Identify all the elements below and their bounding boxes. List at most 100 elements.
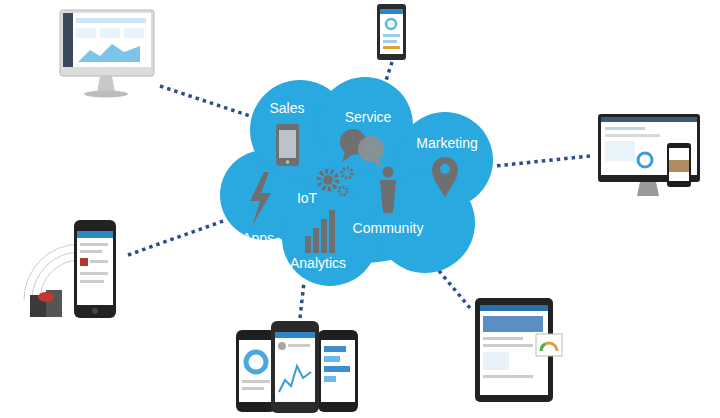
gauge-card bbox=[536, 334, 562, 356]
screen-line bbox=[80, 280, 104, 283]
screen-sidebar bbox=[63, 13, 73, 67]
map-pin bbox=[432, 157, 458, 197]
screen-chart bbox=[78, 44, 140, 62]
phone-screen bbox=[321, 340, 355, 402]
chart-bar bbox=[305, 236, 311, 253]
chart-bar bbox=[313, 228, 319, 253]
avatar bbox=[278, 342, 286, 350]
cloud-label: Service bbox=[345, 109, 392, 125]
phone-body bbox=[667, 143, 691, 187]
screen-line bbox=[383, 46, 400, 49]
phone-screen bbox=[77, 231, 113, 305]
screen-line bbox=[605, 134, 660, 137]
cloud-label: IoT bbox=[297, 190, 317, 206]
tablet-body bbox=[475, 298, 553, 402]
cloud-label: Analytics bbox=[290, 255, 346, 271]
speech-tail bbox=[342, 152, 352, 162]
speech-bubble bbox=[340, 129, 366, 155]
screen-donut bbox=[386, 19, 396, 29]
cloud-label: Sales bbox=[269, 100, 304, 116]
tablet-device bbox=[377, 4, 406, 60]
map-pin-hole bbox=[440, 164, 450, 174]
screen-banner bbox=[483, 316, 543, 332]
screen-tile bbox=[605, 141, 635, 161]
screen-line bbox=[242, 380, 270, 383]
database-badge bbox=[38, 292, 54, 302]
phone-body bbox=[236, 330, 276, 412]
screen-bar bbox=[324, 366, 350, 372]
screen-bar bbox=[324, 356, 340, 362]
screen-line bbox=[483, 344, 533, 347]
phone-icon-screen bbox=[279, 130, 296, 158]
phone-body bbox=[318, 330, 358, 412]
gear-icon bbox=[319, 171, 337, 189]
screen-line bbox=[483, 375, 533, 378]
screen-line bbox=[383, 40, 397, 43]
monitor-screen bbox=[63, 13, 151, 67]
phone-screen bbox=[239, 340, 273, 402]
desktop-monitor bbox=[60, 10, 154, 98]
screen-line bbox=[80, 250, 102, 253]
screen-chart bbox=[279, 366, 311, 392]
monitor-frame bbox=[598, 114, 700, 182]
screen-tile bbox=[483, 352, 509, 370]
icon-group bbox=[250, 124, 458, 253]
phone-body bbox=[74, 220, 116, 318]
desktop-monitor bbox=[598, 114, 700, 196]
screen-tile bbox=[100, 28, 120, 38]
screen-line bbox=[80, 272, 108, 275]
screen-line bbox=[383, 34, 400, 37]
screen-header bbox=[380, 9, 403, 14]
person-head bbox=[383, 167, 394, 178]
screen-line bbox=[80, 243, 108, 246]
monitor-frame bbox=[60, 10, 154, 76]
dotted-line bbox=[128, 220, 226, 255]
screen-donut bbox=[246, 352, 266, 372]
screen-line bbox=[288, 344, 310, 347]
screen-header bbox=[480, 305, 548, 311]
speech-bubble bbox=[358, 136, 384, 162]
screen-line bbox=[483, 337, 523, 340]
lightning-icon bbox=[250, 172, 271, 226]
screen-bar bbox=[324, 346, 346, 352]
person-body bbox=[380, 180, 396, 213]
cloud-shape: SalesServiceMarketingIoTCommunityAppsAna… bbox=[220, 78, 500, 293]
dotted-links bbox=[128, 62, 590, 318]
chart-bar bbox=[321, 219, 327, 253]
gauge-arc bbox=[541, 343, 557, 351]
mobile-phones bbox=[236, 321, 358, 413]
screen-icon bbox=[80, 258, 88, 266]
dotted-line bbox=[160, 86, 250, 116]
home-button bbox=[92, 308, 98, 314]
cloud-label: Marketing bbox=[416, 135, 477, 151]
tablet-screen bbox=[380, 9, 403, 54]
screen-bar bbox=[76, 18, 146, 23]
speech-tail bbox=[372, 159, 383, 168]
screen-photo bbox=[669, 160, 689, 172]
phone-icon-button bbox=[286, 160, 290, 164]
phone-icon bbox=[276, 124, 299, 166]
tablet-body bbox=[377, 4, 406, 60]
dotted-line bbox=[300, 282, 304, 318]
screen-line bbox=[90, 260, 108, 263]
dotted-line bbox=[495, 156, 590, 166]
cloud-bump bbox=[282, 190, 378, 286]
gauge-arc bbox=[541, 344, 545, 351]
phone-body bbox=[271, 321, 319, 413]
screen-tile bbox=[124, 28, 144, 38]
screen-header bbox=[275, 332, 315, 338]
screen-header bbox=[601, 117, 697, 122]
mobile-phone bbox=[24, 220, 116, 318]
gear-icon bbox=[342, 168, 352, 178]
screen-donut bbox=[638, 153, 652, 167]
monitor-stand bbox=[97, 76, 115, 92]
chart-bar bbox=[329, 210, 335, 253]
screen-line bbox=[605, 127, 645, 130]
gear-icon bbox=[339, 187, 347, 195]
gear-hub bbox=[323, 175, 333, 185]
screen-bar bbox=[324, 376, 336, 382]
phone-screen bbox=[669, 148, 689, 181]
cloud-label: Apps bbox=[242, 230, 274, 246]
